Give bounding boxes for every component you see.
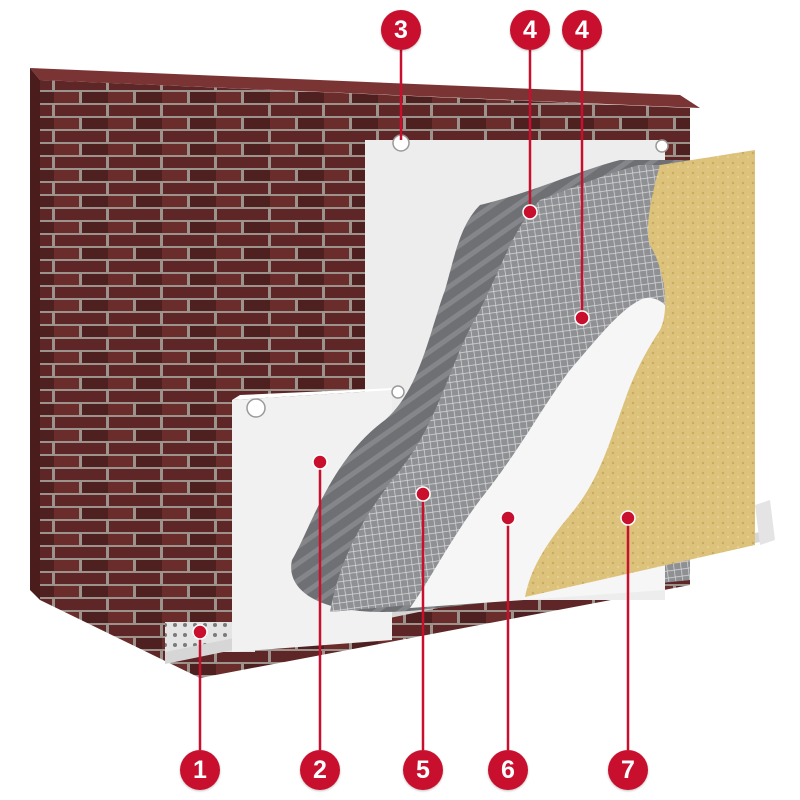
callout-dot-2 bbox=[312, 454, 328, 470]
anchor-dowel-right bbox=[655, 139, 669, 153]
base-profile-right bbox=[755, 500, 775, 545]
brick-wall-edge bbox=[30, 68, 40, 600]
callout-badge-4-adhesive: 4 bbox=[510, 10, 550, 50]
callout-badge-2: 2 bbox=[300, 750, 340, 790]
callout-dot-4a bbox=[522, 204, 538, 220]
callout-dot-7 bbox=[620, 510, 636, 526]
leader-lines bbox=[198, 50, 630, 750]
callout-badge-1: 1 bbox=[180, 750, 220, 790]
callout-badge-6: 6 bbox=[488, 750, 528, 790]
callout-badge-4-reinforced: 4 bbox=[562, 10, 602, 50]
callout-dots bbox=[192, 204, 636, 640]
callout-dot-1 bbox=[192, 624, 208, 640]
callout-dot-4b bbox=[574, 310, 590, 326]
insulation-board-side bbox=[232, 388, 395, 400]
callout-badge-3: 3 bbox=[381, 10, 421, 50]
callout-dot-5 bbox=[415, 486, 431, 502]
callout-badge-5: 5 bbox=[403, 750, 443, 790]
callout-dot-6 bbox=[500, 510, 516, 526]
anchor-dowel-lower bbox=[246, 398, 266, 418]
decorative-render bbox=[525, 150, 755, 597]
anchor-dowel-middle bbox=[391, 385, 405, 399]
callout-badge-7: 7 bbox=[608, 750, 648, 790]
brick-wall-top bbox=[30, 68, 700, 108]
anchor-dowels bbox=[246, 134, 669, 418]
